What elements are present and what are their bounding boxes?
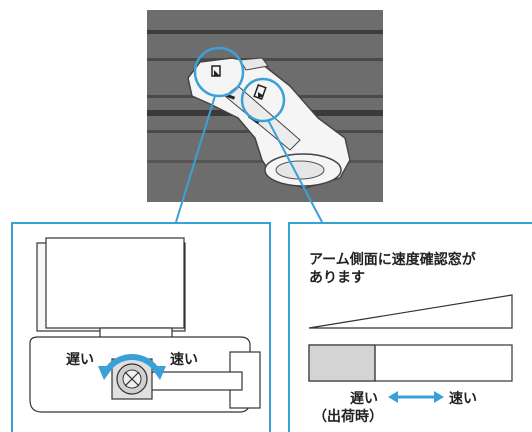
left-detail-panel — [11, 222, 271, 432]
dial-knob-icon — [111, 358, 153, 400]
speed-wedge — [308, 294, 513, 329]
right-detail-panel — [288, 222, 532, 432]
factory-setting-label: （出荷時） — [313, 409, 383, 425]
right-fast-label: 速い — [449, 391, 477, 407]
speed-window-bar — [308, 344, 513, 382]
window-note-line1: アーム側面に速度確認窓が — [309, 252, 476, 268]
window-highlight-circle — [240, 77, 286, 123]
callout-line-right — [267, 119, 323, 223]
rotation-arrow-icon — [98, 353, 166, 380]
left-fast-label: 速い — [170, 352, 198, 368]
window-note-line2: あります — [309, 270, 365, 286]
callout-line-left — [175, 95, 216, 223]
knob-highlight-circle — [193, 46, 245, 98]
right-slow-label: 遅い — [350, 391, 378, 407]
double-arrow-icon — [388, 391, 444, 403]
left-slow-label: 遅い — [66, 352, 94, 368]
